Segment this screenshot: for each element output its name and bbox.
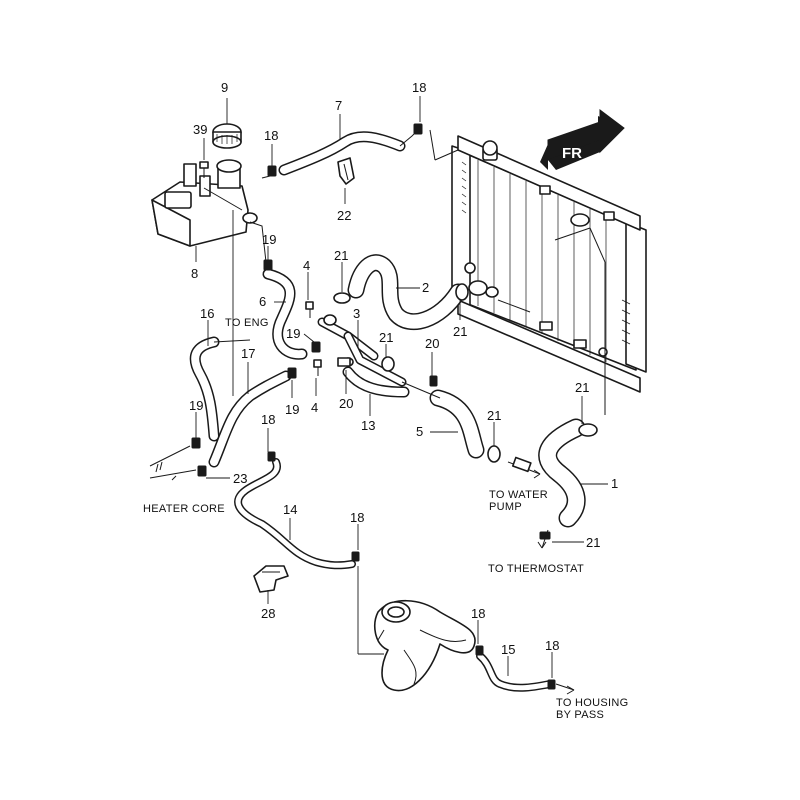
callout-23: 23 — [233, 471, 247, 486]
callout-16: 16 — [200, 306, 214, 321]
hose-6 — [249, 221, 308, 360]
note-to-water: TO WATER — [489, 489, 548, 501]
hose-5 — [401, 381, 541, 479]
callout-4: 4 — [311, 400, 318, 415]
callout-21: 21 — [487, 408, 501, 423]
callout-14: 14 — [283, 502, 297, 517]
hose-1 — [537, 418, 586, 549]
callout-39: 39 — [193, 122, 207, 137]
pipe-14 — [234, 458, 356, 570]
reservoir-cap — [212, 123, 242, 149]
thermostat-housing — [374, 600, 476, 692]
callout-20: 20 — [339, 396, 353, 411]
callout-7: 7 — [335, 98, 342, 113]
callout-19: 19 — [286, 326, 300, 341]
bracket-28 — [253, 565, 289, 593]
callout-28: 28 — [261, 606, 275, 621]
note-by-pass: BY PASS — [556, 709, 604, 721]
callout-8: 8 — [191, 266, 198, 281]
front-direction-arrow-icon: FR — [540, 109, 625, 170]
hose-16 — [189, 336, 251, 442]
callout-13: 13 — [361, 418, 375, 433]
callout-19: 19 — [262, 232, 276, 247]
diagram-notes: TO ENG HEATER CORE TO WATER PUMP TO THER… — [143, 317, 628, 721]
hose-clamps — [191, 123, 598, 690]
callout-18: 18 — [261, 412, 275, 427]
bracket-22 — [337, 157, 355, 185]
callout-leaders — [195, 96, 608, 678]
callout-5: 5 — [416, 424, 423, 439]
callout-1: 1 — [611, 476, 618, 491]
callout-6: 6 — [259, 294, 266, 309]
callout-22: 22 — [337, 208, 351, 223]
callout-18: 18 — [412, 80, 426, 95]
callout-17: 17 — [241, 346, 255, 361]
callout-20: 20 — [425, 336, 439, 351]
callout-19: 19 — [285, 402, 299, 417]
callout-numbers: 9 39 18 7 18 22 8 19 4 21 2 6 16 3 21 21… — [189, 80, 618, 657]
note-to-thermostat: TO THERMOSTAT — [488, 563, 584, 575]
hose-2 — [347, 254, 467, 331]
callout-9: 9 — [221, 80, 228, 95]
note-heater-core: HEATER CORE — [143, 503, 225, 515]
hose-15 — [476, 652, 575, 695]
coolant-reservoir — [151, 159, 258, 247]
note-pump: PUMP — [489, 501, 522, 513]
callout-2: 2 — [422, 280, 429, 295]
callout-21: 21 — [334, 248, 348, 263]
note-to-eng: TO ENG — [225, 317, 269, 329]
callout-4: 4 — [303, 258, 310, 273]
callout-15: 15 — [501, 642, 515, 657]
callout-21: 21 — [379, 330, 393, 345]
callout-18: 18 — [264, 128, 278, 143]
callout-18: 18 — [350, 510, 364, 525]
callout-21: 21 — [453, 324, 467, 339]
hose-13 — [342, 366, 410, 398]
screw — [199, 161, 209, 178]
pipe-3 — [317, 317, 407, 387]
callout-21: 21 — [586, 535, 600, 550]
radiator — [429, 129, 647, 415]
callout-18: 18 — [545, 638, 559, 653]
note-to-housing: TO HOUSING — [556, 697, 628, 709]
callout-3: 3 — [353, 306, 360, 321]
fr-label: FR — [562, 145, 582, 162]
callout-18: 18 — [471, 606, 485, 621]
callout-19: 19 — [189, 398, 203, 413]
heater-core-pipes — [149, 445, 197, 481]
hose-17 — [208, 370, 292, 468]
callout-21: 21 — [575, 380, 589, 395]
